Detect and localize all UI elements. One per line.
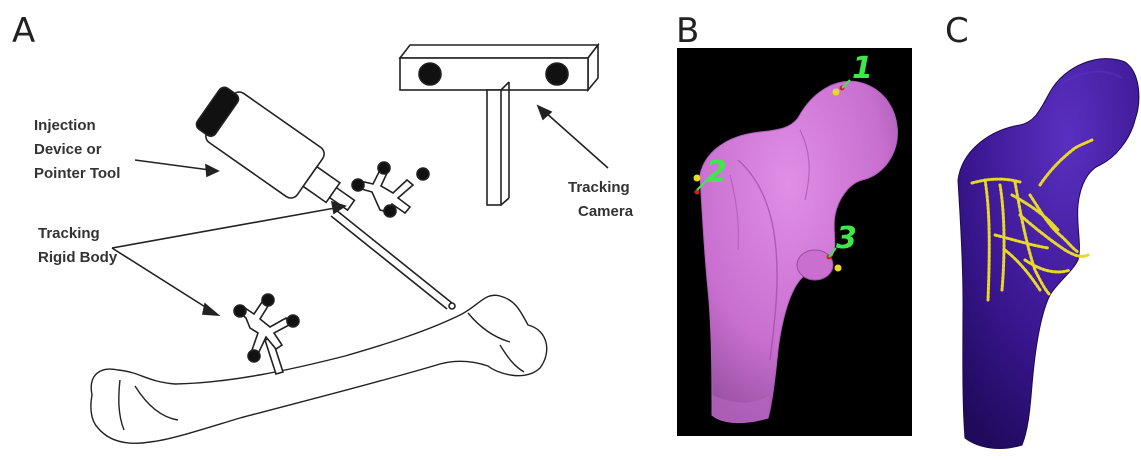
- panel-c: C: [945, 11, 1139, 449]
- label-tracking-rigid-body: Tracking Rigid Body: [38, 225, 118, 266]
- panel-b-letter: B: [676, 11, 699, 51]
- femur-sketch: [91, 295, 547, 443]
- arrows: [112, 106, 608, 315]
- panel-b: B 1 2: [676, 11, 912, 436]
- label-camera-line1: Tracking: [568, 179, 630, 196]
- arrow-to-tool-rigid-body: [112, 208, 335, 248]
- label-tracking-line1: Tracking: [38, 225, 100, 242]
- label-injection-line2: Device or: [34, 141, 102, 158]
- marker-1-label: 1: [852, 51, 873, 86]
- rigid-body-bone: [234, 294, 299, 374]
- marker-3-label: 3: [836, 221, 857, 256]
- arrow-to-camera: [545, 112, 608, 168]
- arrow-to-bone-rigid-body: [112, 248, 210, 310]
- camera-lens-right: [546, 63, 568, 85]
- marker-2-label: 2: [706, 155, 727, 190]
- arrow-to-device: [135, 160, 210, 170]
- camera-lens-left: [419, 63, 441, 85]
- panel-a-letter: A: [12, 11, 35, 51]
- label-tracking-camera: Tracking Camera: [568, 179, 634, 220]
- label-tracking-line2: Rigid Body: [38, 249, 118, 266]
- label-injection-line1: Injection: [34, 117, 96, 134]
- panel-a: A: [12, 11, 634, 443]
- injection-device: [191, 81, 455, 309]
- label-injection-device: Injection Device or Pointer Tool: [34, 117, 120, 182]
- label-camera-line2: Camera: [578, 203, 634, 220]
- rigid-body-tool: [352, 162, 429, 217]
- femur-model-c: [958, 59, 1139, 449]
- panel-c-letter: C: [945, 11, 969, 51]
- label-injection-line3: Pointer Tool: [34, 165, 120, 182]
